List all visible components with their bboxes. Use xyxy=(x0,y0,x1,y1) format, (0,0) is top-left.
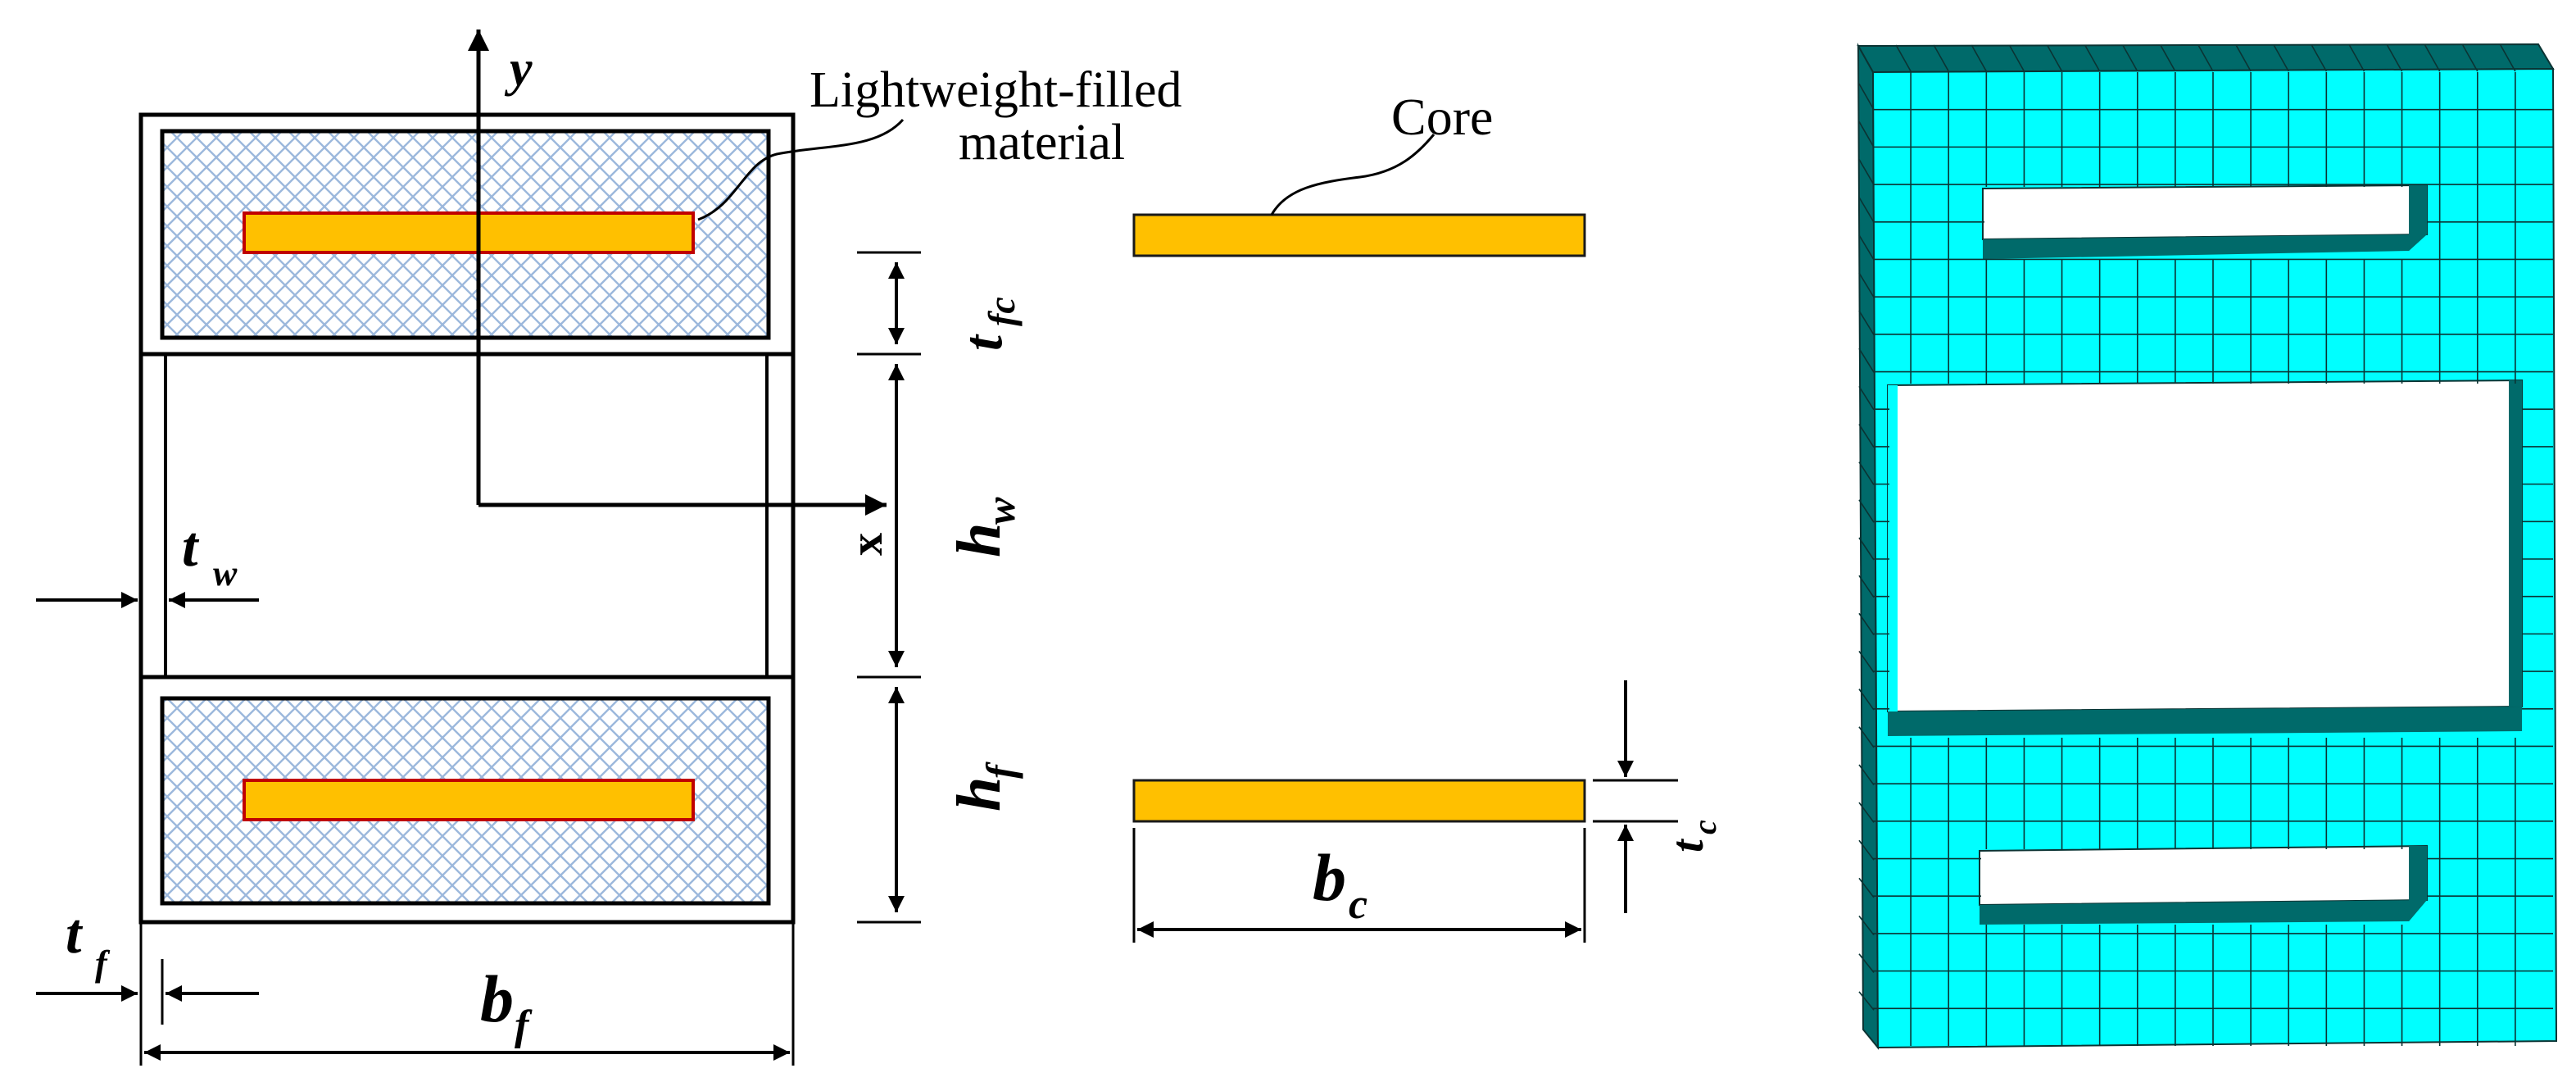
mesh-line-top-face xyxy=(1933,44,1949,72)
cutout2-right-shade xyxy=(2509,380,2522,707)
svg-text:t: t xyxy=(951,334,1014,351)
core-plate-top xyxy=(1132,213,1586,257)
mesh-line-left-face xyxy=(1858,424,1875,448)
svg-text:fc: fc xyxy=(981,297,1023,326)
label-t-w-sub: w xyxy=(213,553,238,593)
mesh-line-left-face xyxy=(1858,575,1875,598)
mesh-line-top-face xyxy=(2500,44,2516,72)
filler-leader-line xyxy=(697,119,905,221)
label-b-c-main: b xyxy=(1313,840,1346,915)
mesh-line-left-face xyxy=(1858,839,1875,861)
filler-label-line1: Lightweight-filled xyxy=(810,62,1182,118)
x-axis-label: x xyxy=(841,533,892,556)
svg-text:f: f xyxy=(977,761,1023,779)
core-leader-line xyxy=(1270,134,1435,216)
core-plate-bottom xyxy=(1132,779,1586,823)
svg-text:w: w xyxy=(977,497,1023,525)
mesh-line-left-face xyxy=(1858,159,1875,185)
bottom-core-plate xyxy=(243,779,695,821)
mesh-line-top-face xyxy=(2348,44,2365,72)
cutout1-right-shade xyxy=(2409,185,2427,251)
label-t-f-main: t xyxy=(66,902,84,966)
label-t-f-sub: f xyxy=(95,943,111,984)
mesh-line-left-face xyxy=(1858,83,1875,111)
mesh-line-left-face xyxy=(1858,537,1875,561)
mesh-line-left-face xyxy=(1858,953,1875,973)
mesh-line-top-face xyxy=(1971,44,1988,72)
mesh-line-left-face xyxy=(1858,916,1875,936)
cutout3-right-shade xyxy=(2409,846,2427,921)
svg-text:h: h xyxy=(945,777,1014,811)
mesh-line-top-face xyxy=(2235,44,2252,72)
mesh-line-left-face xyxy=(1858,234,1875,261)
mesh-line-left-face xyxy=(1858,197,1875,223)
fe-mesh-model xyxy=(1857,43,2558,1050)
top-core-plate xyxy=(243,211,695,254)
mesh-line-top-face xyxy=(2273,44,2289,72)
mesh-line-top-face xyxy=(2386,44,2403,72)
mesh-line-top-face xyxy=(2311,44,2328,72)
mesh-line-top-face xyxy=(2122,44,2138,72)
mesh-line-left-face xyxy=(1858,612,1875,635)
cutout3-bottom-shade xyxy=(1980,900,2427,925)
mesh-front-face xyxy=(1871,67,2558,1049)
filler-label-line2: material xyxy=(959,115,1125,170)
cross-section: y x Lightweight-filled material t fc h w… xyxy=(36,30,1182,1066)
mesh-line-left-face xyxy=(1858,120,1875,148)
mesh-line-left-face xyxy=(1858,385,1875,411)
mesh-line-left-face xyxy=(1858,272,1875,298)
mesh-line-left-face xyxy=(1858,461,1875,485)
label-b-c-sub: c xyxy=(1349,881,1367,928)
svg-text:c: c xyxy=(1686,820,1723,834)
mesh-line-left-face xyxy=(1858,802,1875,823)
mesh-grid xyxy=(1858,44,2553,1046)
label-t-c: t c xyxy=(1662,820,1723,852)
mesh-line-top-face xyxy=(2197,44,2214,72)
mesh-line-top-face xyxy=(2046,44,2063,72)
label-b-f-main: b xyxy=(480,961,514,1036)
mesh-line-left-face xyxy=(1858,991,1875,1011)
label-t-w-main: t xyxy=(182,516,200,579)
cutout2-bottom-shade xyxy=(1888,707,2522,736)
mesh-line-left-face xyxy=(1858,877,1875,898)
mesh-line-top-face xyxy=(2160,44,2176,72)
label-h-w: h w xyxy=(945,497,1023,557)
mesh-line-left-face xyxy=(1858,651,1875,673)
mesh-line-top-face xyxy=(1895,44,1912,72)
mesh-line-left-face xyxy=(1858,348,1875,373)
mesh-line-top-face xyxy=(2424,44,2441,72)
core-label: Core xyxy=(1391,88,1493,146)
mesh-line-left-face xyxy=(1858,499,1875,523)
svg-text:h: h xyxy=(945,523,1014,557)
label-h-f: h f xyxy=(945,761,1023,811)
mesh-line-top-face xyxy=(2462,44,2478,72)
outer-tube-wall xyxy=(138,112,796,925)
svg-text:t: t xyxy=(1662,839,1713,852)
mesh-line-top-face xyxy=(2008,44,2025,72)
cutout2-left-edge xyxy=(1888,385,1898,711)
mesh-line-left-face xyxy=(1858,310,1875,335)
label-b-f-sub: f xyxy=(515,1002,533,1049)
mesh-line-left-face xyxy=(1858,764,1875,786)
mesh-line-left-face xyxy=(1858,726,1875,748)
label-t-fc: t fc xyxy=(951,297,1023,351)
y-axis-label: y xyxy=(504,41,533,97)
core-detail: Core b c t c xyxy=(1132,88,1723,943)
cutout1-bottom-shade xyxy=(1983,234,2427,259)
mesh-line-left-face xyxy=(1858,689,1875,711)
mesh-line-top-face xyxy=(2084,44,2101,72)
